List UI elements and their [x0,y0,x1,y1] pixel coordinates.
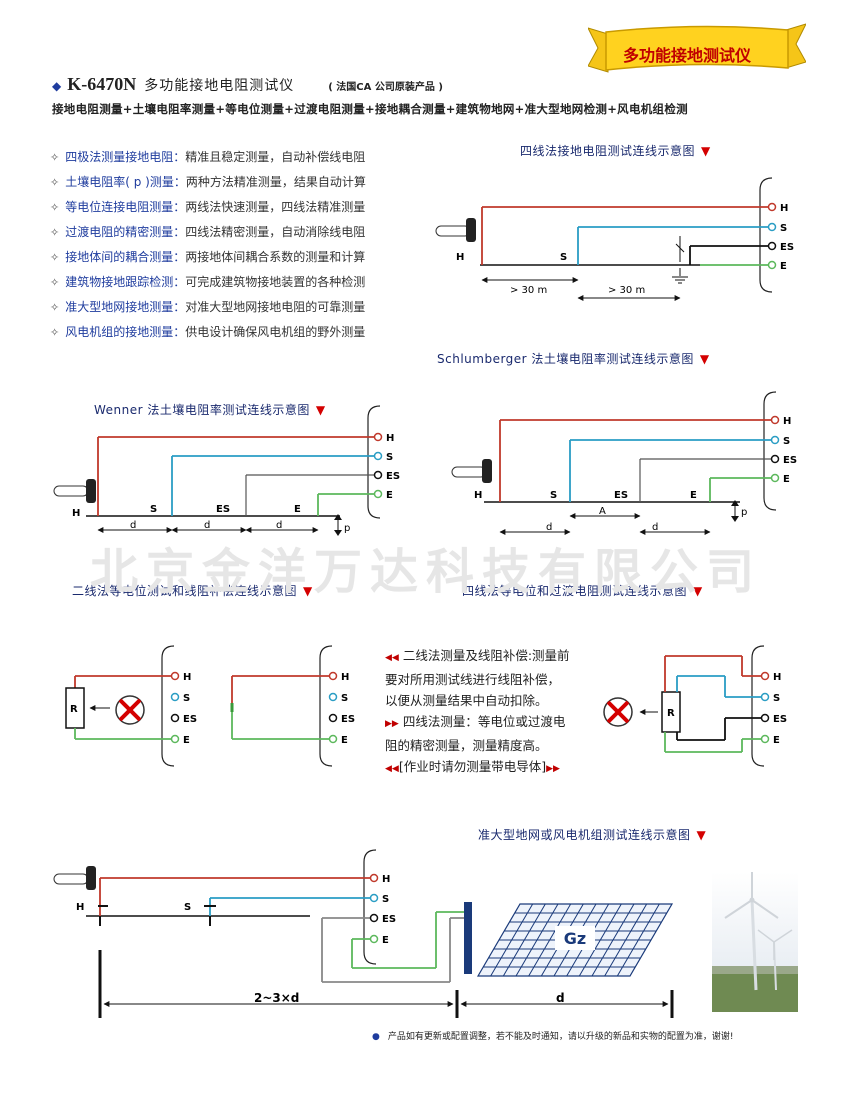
note-warning: ◀◀[作业时请勿测量带电导体]▶▶ [385,759,560,774]
wind-turbine-photo [712,872,798,1012]
terminal-es: ES [773,714,787,725]
electrode-e: E [294,504,301,515]
terminal-h: H [382,874,390,885]
electrode-s: S [184,902,191,913]
distance-label: d [130,520,136,531]
terminal-e: E [783,474,790,485]
two-wire-title: 二线法等电位测试和线阻补偿连线示意图▼ [72,584,313,598]
feature-item: ✧过渡电阻的精密测量：四线法精密测量，自动消除线电阻 [50,225,366,239]
terminal-e: E [183,735,190,746]
electrode-s: S [560,252,567,263]
banner-text: 多功能接地测试仪 [622,46,751,65]
footnote: ●产品如有更新或配置调整，若不能及时通知，请以升级的新品和实物的配置为准，谢谢! [372,1032,734,1042]
distance-label: > 30 m [510,285,547,296]
resistor-label: R [667,708,675,719]
electrode-es: ES [216,504,230,515]
ground-grid: Gz [476,903,674,977]
terminal-s: S [773,693,780,704]
terminal-h: H [386,433,394,444]
product-origin: ( 法国CA 公司原装产品 ) [328,82,443,93]
terminal-s: S [386,452,393,463]
terminal-h: H [341,672,349,683]
electrode-h: H [72,508,80,519]
large-grid-diagram: Gz H S ES E H S 2~3×d d [53,849,674,1018]
electrode-h: H [456,252,464,263]
large-grid-title: 准大型地网或风电机组测试连线示意图▼ [478,828,707,842]
distance-label: d [204,520,210,531]
probe-label: p [741,507,747,518]
terminal-es: ES [341,714,355,725]
terminal-e: E [386,490,393,501]
terminal-e: E [780,261,787,272]
terminal-es: ES [183,714,197,725]
grid-label: Gz [564,929,586,948]
terminal-e: E [773,735,780,746]
terminal-es: ES [783,455,797,466]
title-banner [588,23,806,73]
electrode-s: S [550,490,557,501]
feature-item: ✧四极法测量接地电阻：精准且稳定测量，自动补偿线电阻 [50,150,366,164]
feature-item: ✧接地体间的耦合测量：两接地体间耦合系数的测量和计算 [50,250,366,264]
terminal-h: H [183,672,191,683]
terminal-es: ES [780,242,794,253]
four-wire-eq-title: 四线法等电位和过渡电阻测试连线示意图▼ [462,584,703,598]
terminal-h: H [783,416,791,427]
distance-label: d [546,522,552,533]
product-name: 多功能接地电阻测试仪 [144,78,295,94]
distance-label: d [276,520,282,531]
schlumberger-diagram: H S ES E H S ES E d A d p [451,391,797,535]
feature-item: ✧土壤电阻率( p )测量：两种方法精准测量，结果自动计算 [50,175,366,189]
company-watermark: 北京金洋万达科技有限公司 [90,544,763,600]
diamond-icon: ◆ [52,79,62,93]
distance-label: A [599,506,606,517]
feature-item: ✧建筑物接地跟踪检测：可完成建筑物接地装置的各种检测 [50,275,366,289]
distance-label: 2~3×d [254,991,299,1005]
wenner-diagram: H S ES E H S ES E d d d p [53,405,400,536]
schlumberger-title: Schlumberger 法土壤电阻率测试连线示意图▼ [437,352,710,366]
terminal-h: H [773,672,781,683]
terminal-e: E [382,935,389,946]
model-number: K-6470N [67,74,137,94]
distance-label: d [556,991,565,1005]
note-four-wire: ▶▶ 四线法测量：等电位或过渡电阻的精密测量，测量精度高。 [385,714,566,753]
distance-label: d [652,522,658,533]
double-arrow-right-icon: ▶▶ [546,764,560,774]
double-arrow-right-icon: ▶▶ [385,719,399,729]
four-wire-equipotential-diagram: H S ES E R [603,645,787,767]
terminal-s: S [783,436,790,447]
terminal-es: ES [382,914,396,925]
resistor-label: R [70,704,78,715]
terminal-s: S [780,223,787,234]
feature-item: ✧准大型地网接地测量：对准大型地网接地电阻的可靠测量 [50,300,366,314]
probe-label: p [344,523,350,534]
note-two-wire: ◀◀ 二线法测量及线阻补偿:测量前要对所用测试线进行线阻补偿，以便从测量结果中自… [385,648,570,708]
function-list: 接地电阻测量+土壤电阻率测量+等电位测量+过渡电阻测量+接地耦合测量+建筑物地网… [52,102,688,116]
electrode-h: H [76,902,84,913]
two-wire-resistor-diagram: H S ES E R [65,645,197,767]
electrode-es: ES [614,490,628,501]
electrode-h: H [474,490,482,501]
wenner-title: Wenner 法土壤电阻率测试连线示意图▼ [94,403,326,417]
terminal-s: S [183,693,190,704]
four-wire-diagram: H S ES E H S > 30 m > 30 m [435,177,794,301]
double-arrow-left-icon: ◀◀ [385,653,399,663]
four-wire-title: 四线法接地电阻测试连线示意图▼ [520,144,711,158]
terminal-s: S [341,693,348,704]
bullet-icon: ● [372,1032,380,1042]
double-arrow-left-icon: ◀◀ [385,764,399,774]
product-title: ◆ K-6470N 多功能接地电阻测试仪 ( 法国CA 公司原装产品 ) [52,74,443,95]
distance-label: > 30 m [608,285,645,296]
terminal-es: ES [386,471,400,482]
terminal-e: E [341,735,348,746]
electrode-s: S [150,504,157,515]
electrode-e: E [690,490,697,501]
measurement-notes: ◀◀ 二线法测量及线阻补偿:测量前要对所用测试线进行线阻补偿，以便从测量结果中自… [385,645,570,780]
feature-item: ✧等电位连接电阻测量：两线法快速测量，四线法精准测量 [50,200,366,214]
two-wire-compensation-diagram: H S ES E [230,645,355,767]
terminal-s: S [382,894,389,905]
feature-item: ✧风电机组的接地测量：供电设计确保风电机组的野外测量 [50,325,366,339]
terminal-h: H [780,203,788,214]
